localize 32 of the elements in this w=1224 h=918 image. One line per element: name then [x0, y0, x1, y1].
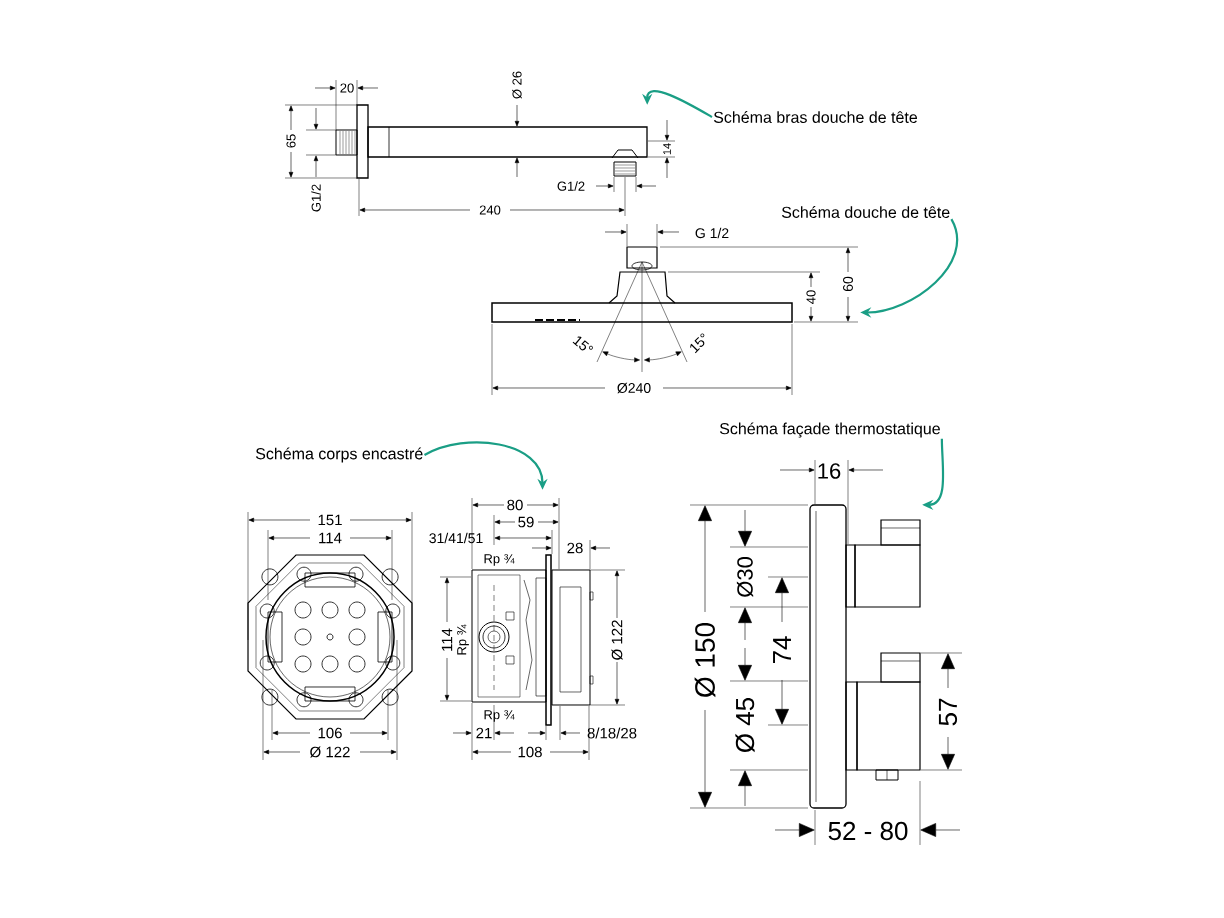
dimension-label: 80	[507, 499, 523, 511]
shower-head-drawing	[491, 246, 793, 373]
dimension-label: 240	[479, 205, 501, 215]
dimension-label: 108	[518, 746, 542, 758]
dimension-label: 114	[441, 628, 453, 651]
dimension-label: 65	[286, 134, 296, 148]
caption: Schéma façade thermostatique	[719, 422, 940, 438]
dimension-label: G1/2	[311, 184, 321, 212]
dimension-label: Rp ¾	[484, 710, 515, 722]
caption: Schéma douche de tête	[781, 206, 950, 218]
dimension-label: 15°	[690, 333, 705, 354]
dimension-label: 151	[318, 514, 342, 526]
caption: Schéma bras douche de tête	[713, 111, 918, 123]
dimension-label: Ø 150	[694, 623, 716, 698]
dimension-label: 14	[663, 143, 671, 155]
dimension-label: 59	[518, 516, 534, 528]
dimension-label: 114	[319, 532, 342, 544]
dimension-label: Ø 122	[310, 746, 350, 758]
valve-body-drawing	[471, 554, 594, 726]
dimension-label: 106	[318, 727, 342, 739]
dimension-label: Rp ¾	[484, 554, 515, 566]
dimension-label: 8/18/28	[587, 727, 637, 739]
dimension-label: Ø30	[736, 557, 754, 597]
dimension-label: 20	[340, 83, 354, 93]
dimension-label: Ø 122	[611, 620, 623, 660]
dimension-label: 16	[818, 463, 841, 479]
dimension-label: 60	[843, 276, 853, 292]
dimension-label: 15°	[572, 336, 593, 351]
shower-arm-drawing	[335, 104, 648, 179]
thermostat-trim-drawing	[809, 504, 921, 809]
caption: Schéma corps encastré	[255, 447, 423, 463]
dimension-label: 40	[806, 290, 816, 304]
